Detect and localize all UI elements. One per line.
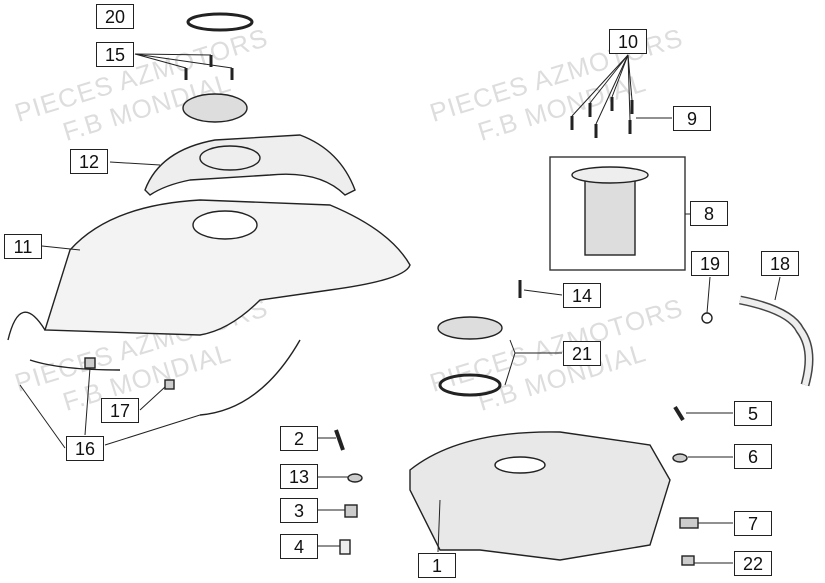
- bolt-5: [673, 405, 685, 422]
- callout-19: 19: [691, 251, 729, 276]
- callout-21: 21: [563, 341, 601, 366]
- nut-17: [164, 379, 175, 390]
- screws-10: [570, 97, 634, 138]
- callout-4: 4: [280, 534, 318, 559]
- callout-13: 13: [280, 464, 318, 489]
- callout-17: 17: [101, 398, 139, 423]
- leader-lines: [19, 53, 781, 564]
- callout-5: 5: [734, 401, 772, 426]
- cover-opening: [199, 145, 261, 171]
- tank-cover: [144, 134, 356, 196]
- callout-1: 1: [418, 553, 456, 578]
- nut-22: [681, 555, 695, 566]
- callout-7: 7: [734, 511, 772, 536]
- clip-16: [84, 357, 96, 369]
- pump-flange: [571, 166, 649, 184]
- tank-opening: [494, 456, 546, 474]
- fuel-pump: [584, 174, 636, 256]
- hose-inner: [739, 297, 812, 386]
- washer-6: [672, 453, 688, 463]
- callout-14: 14: [563, 283, 601, 308]
- fuel-tank-lower: [409, 431, 671, 561]
- callout-8: 8: [690, 201, 728, 226]
- clip-7: [679, 517, 699, 529]
- ring-seal: [186, 12, 254, 32]
- callout-3: 3: [280, 498, 318, 523]
- callout-9: 9: [673, 106, 711, 131]
- shell-outline: [7, 311, 301, 416]
- gasket-21: [438, 373, 502, 397]
- clamp-19: [701, 312, 713, 324]
- callout-2: 2: [280, 426, 318, 451]
- flange-21: [437, 316, 503, 340]
- callout-18: 18: [761, 251, 799, 276]
- spacer-4: [339, 539, 351, 555]
- bushing-3: [344, 504, 358, 518]
- callout-10: 10: [609, 29, 647, 54]
- callout-15: 15: [96, 42, 134, 67]
- bolt-2: [334, 429, 345, 451]
- callout-20: 20: [96, 4, 134, 29]
- callout-11: 11: [4, 234, 42, 259]
- fuel-cap: [182, 93, 248, 123]
- callout-22: 22: [734, 551, 772, 576]
- callout-16: 16: [66, 436, 104, 461]
- shell-opening: [192, 210, 258, 240]
- callout-12: 12: [70, 149, 108, 174]
- washer-13: [347, 473, 363, 483]
- tank-shell: [44, 199, 411, 336]
- callout-6: 6: [734, 444, 772, 469]
